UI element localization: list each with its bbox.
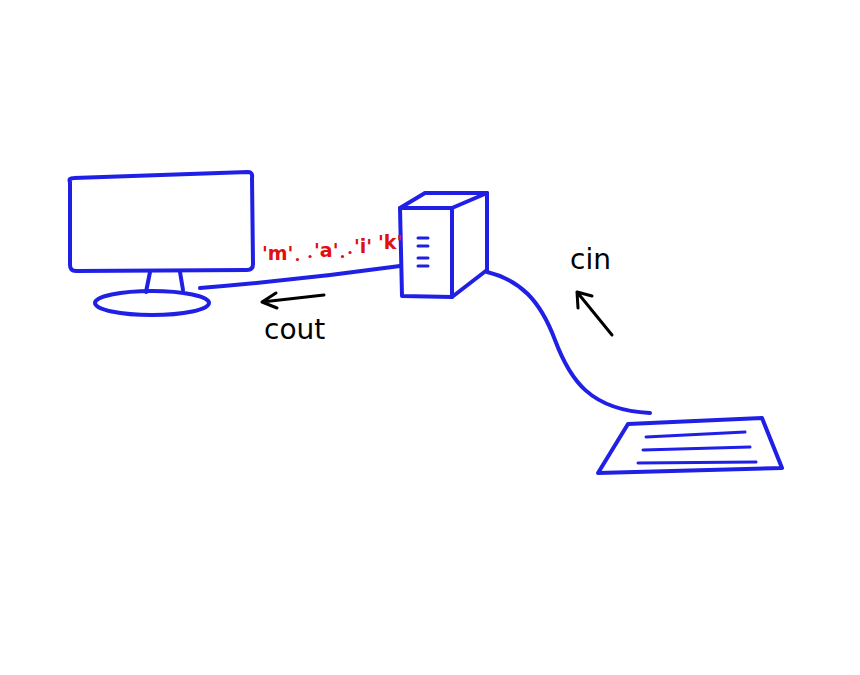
stream-dot [296, 258, 299, 261]
keyboard-body [598, 418, 782, 473]
cout-arrow [262, 293, 324, 308]
stream-dot [341, 255, 344, 258]
stream-char: 'k' [378, 233, 402, 252]
cin-arrow [577, 292, 612, 335]
stream-dot [308, 255, 311, 258]
stream-char: 'i' [354, 237, 372, 256]
tower-drive-marks [418, 238, 428, 266]
stream-label: cout [264, 316, 325, 344]
tower-front [400, 208, 452, 297]
monitor-neck [146, 272, 183, 292]
stream-char: 'm' [262, 244, 293, 263]
monitor-base [95, 291, 209, 315]
keyboard-keys [638, 432, 756, 463]
monitor-screen [70, 172, 254, 271]
monitor-cable [200, 266, 400, 288]
stream-dot [348, 251, 351, 254]
stream-label: cin [570, 246, 611, 274]
keyboard-cable [487, 272, 650, 413]
stream-char: 'a' [314, 241, 338, 260]
tower-side [452, 193, 487, 297]
tower-top [400, 193, 487, 208]
